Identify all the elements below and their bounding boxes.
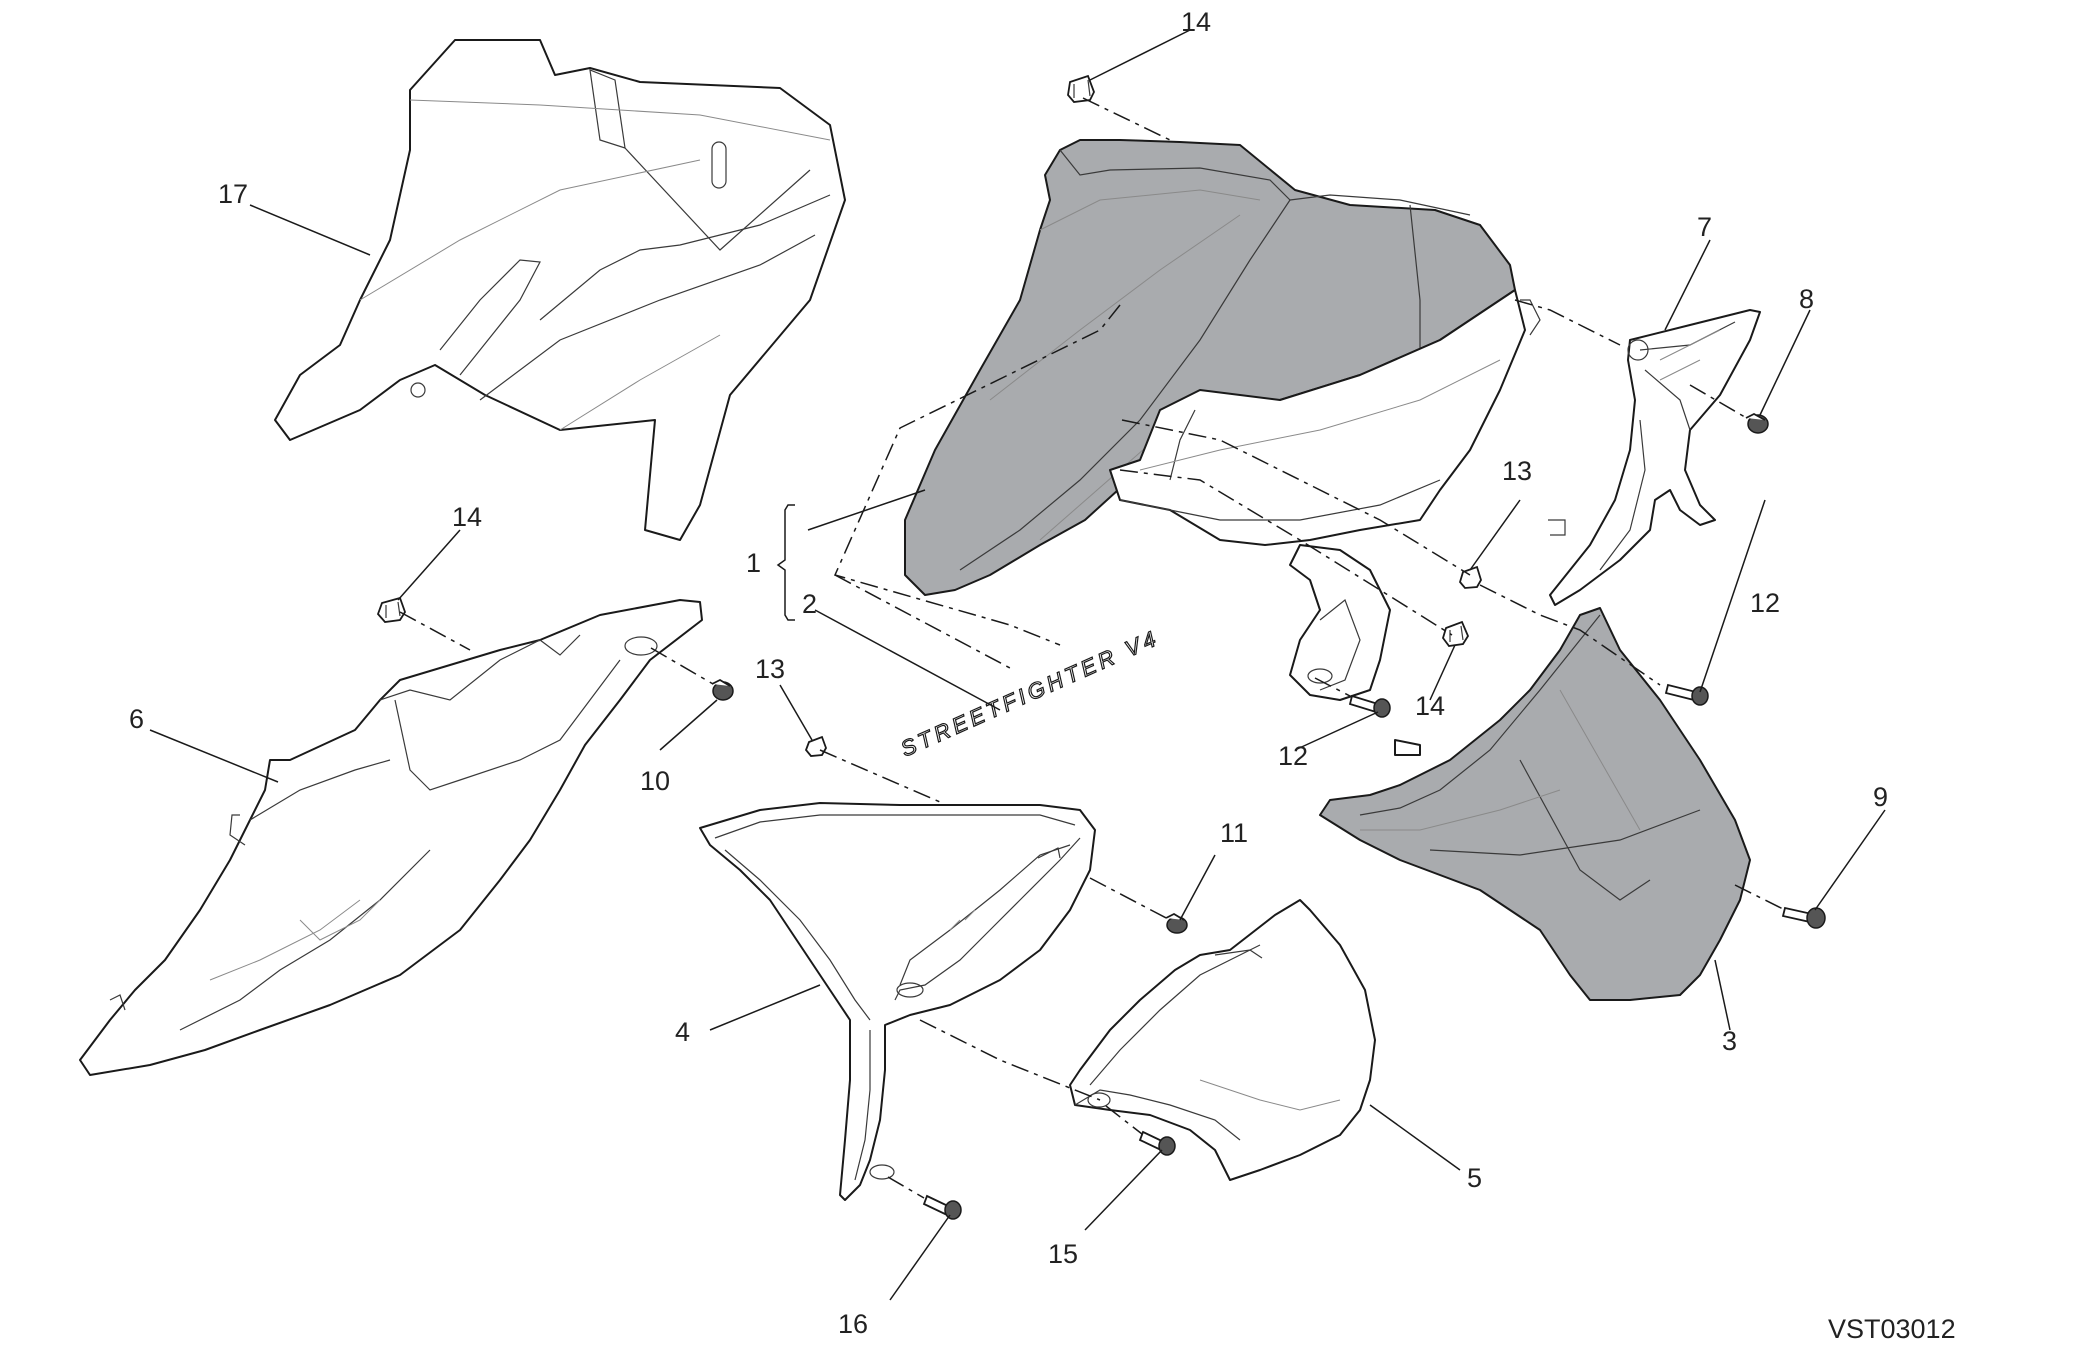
callout-1: 1 [746,548,761,578]
callout-6: 6 [129,704,144,734]
callout-16: 16 [838,1309,868,1339]
callout-9: 9 [1873,782,1888,812]
callout-11: 11 [1220,818,1248,848]
part-2-decal: STREETFIGHTER V4 [896,624,1163,762]
clip-14-right [1442,620,1470,647]
callout-14-right: 14 [1415,691,1445,721]
part-4-radiator-shroud [699,802,1096,1201]
part-17-side-panel [274,39,846,541]
screw-16 [922,1194,962,1220]
clip-13-left [804,735,827,757]
callout-5: 5 [1467,1163,1482,1193]
callout-labels: 14 17 14 6 10 1 2 13 11 13 12 14 12 7 8 … [129,7,1888,1339]
callout-13-right: 13 [1502,456,1532,486]
callout-14-left: 14 [452,502,482,532]
clip-14-top [1067,74,1095,103]
screw-12-right [1664,683,1709,706]
callout-14-top: 14 [1181,7,1211,37]
decal-text: STREETFIGHTER V4 [897,625,1163,762]
bracket-1 [776,504,795,621]
assembly-lines [399,97,1786,1199]
callout-8: 8 [1799,284,1814,314]
screw-8 [1745,412,1769,434]
callout-13-left: 13 [755,654,785,684]
screw-12-left [1348,694,1391,718]
callout-2: 2 [802,589,817,619]
part-6-lower-left-fairing [79,599,703,1076]
diagram-reference-code: VST03012 [1828,1314,1956,1344]
part-1-tank-cover [904,139,1541,701]
part-7-bracket [1548,309,1761,606]
callout-3: 3 [1722,1026,1737,1056]
leader-lines [149,29,1886,1301]
callout-15: 15 [1048,1239,1078,1269]
screw-15 [1138,1130,1176,1156]
screw-11 [1165,912,1188,934]
screw-10 [711,678,734,701]
callout-12-right: 12 [1750,588,1780,618]
callout-12-left: 12 [1278,741,1308,771]
part-3-lower-fairing [1319,607,1751,1001]
screw-9 [1781,906,1826,929]
callout-7: 7 [1697,212,1712,242]
callout-10: 10 [640,766,670,796]
callout-4: 4 [675,1017,690,1047]
part-5-front-cover [1069,899,1376,1181]
clip-14-left [376,596,406,623]
callout-17: 17 [218,179,248,209]
